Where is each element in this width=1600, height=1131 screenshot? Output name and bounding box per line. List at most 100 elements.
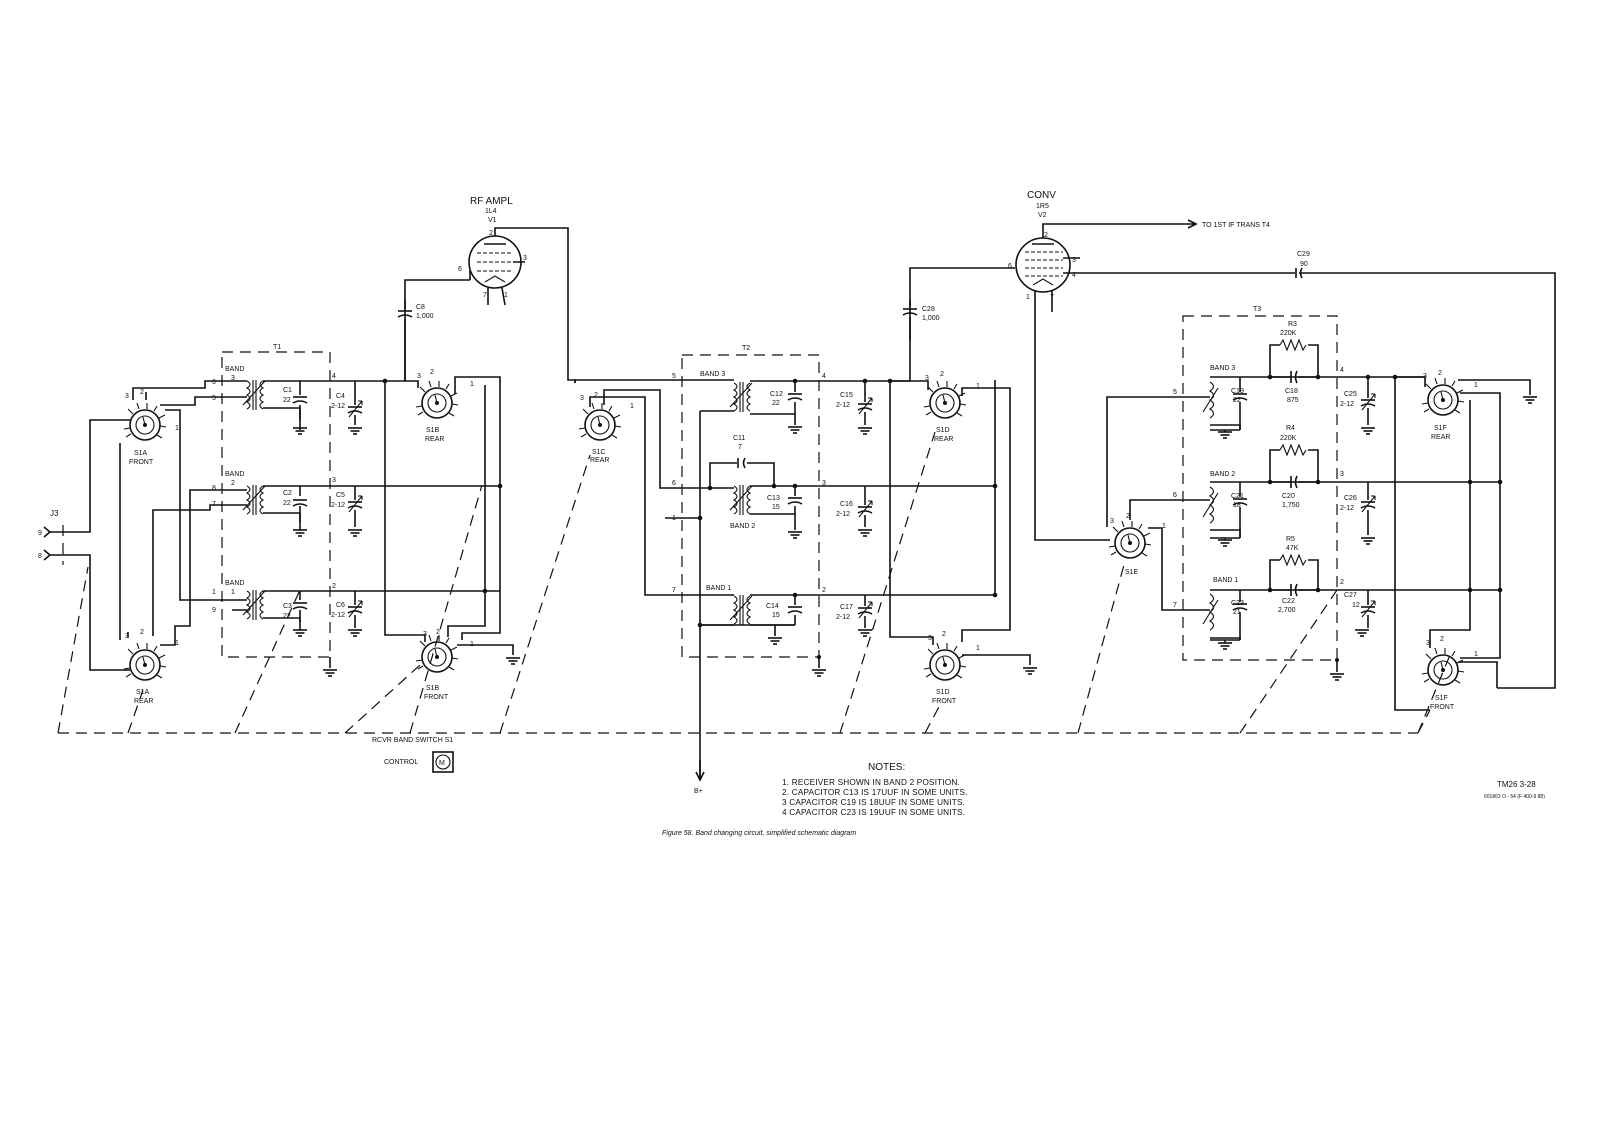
svg-text:S1F: S1F bbox=[1434, 425, 1447, 432]
svg-text:R5: R5 bbox=[1286, 536, 1295, 543]
svg-text:C23: C23 bbox=[1231, 600, 1244, 607]
figure-caption: Figure 58. Band changing circuit, simpli… bbox=[662, 830, 856, 837]
svg-text:CONTROL: CONTROL bbox=[384, 759, 418, 766]
svg-text:T1: T1 bbox=[273, 344, 281, 351]
svg-text:9: 9 bbox=[212, 607, 216, 614]
trimmers-c4-c6: C42-12 C52-12 C62-12 bbox=[330, 378, 503, 637]
svg-text:3: 3 bbox=[1340, 471, 1344, 478]
svg-text:220K: 220K bbox=[1280, 435, 1297, 442]
switch-s1e: 321 S1E bbox=[1108, 513, 1166, 576]
svg-text:7: 7 bbox=[738, 444, 742, 451]
svg-text:3: 3 bbox=[1426, 640, 1430, 647]
switch-s1a-rear: 321 S1A REAR bbox=[123, 629, 179, 705]
svg-text:C1: C1 bbox=[283, 387, 292, 394]
svg-text:C8: C8 bbox=[416, 304, 425, 311]
svg-text:3: 3 bbox=[580, 395, 584, 402]
svg-text:2: 2 bbox=[942, 631, 946, 638]
svg-text:2: 2 bbox=[1438, 370, 1442, 377]
svg-text:BAND: BAND bbox=[225, 580, 244, 587]
svg-text:C26: C26 bbox=[1344, 495, 1357, 502]
svg-text:2: 2 bbox=[1440, 636, 1444, 643]
notes-title: NOTES: bbox=[868, 762, 905, 773]
svg-text:2: 2 bbox=[430, 369, 434, 376]
svg-text:2-12: 2-12 bbox=[1340, 505, 1354, 512]
svg-text:BAND 1: BAND 1 bbox=[1213, 577, 1238, 584]
figure-id: TM26 3-28 bbox=[1497, 780, 1536, 789]
svg-text:FRONT: FRONT bbox=[1430, 704, 1455, 711]
svg-text:C28: C28 bbox=[922, 306, 935, 313]
svg-text:6: 6 bbox=[1173, 492, 1177, 499]
svg-text:S1A: S1A bbox=[136, 689, 150, 696]
svg-text:1: 1 bbox=[470, 381, 474, 388]
svg-text:15: 15 bbox=[772, 612, 780, 619]
svg-text:S1B: S1B bbox=[426, 427, 440, 434]
svg-text:REAR: REAR bbox=[1431, 434, 1450, 441]
svg-text:8: 8 bbox=[212, 485, 216, 492]
svg-text:4: 4 bbox=[332, 373, 336, 380]
svg-text:2: 2 bbox=[594, 392, 598, 399]
svg-text:C18: C18 bbox=[1285, 388, 1298, 395]
svg-text:C2: C2 bbox=[283, 490, 292, 497]
svg-text:1: 1 bbox=[976, 383, 980, 390]
control-knob: CONTROL M bbox=[384, 751, 454, 773]
svg-text:3: 3 bbox=[925, 375, 929, 382]
svg-text:3: 3 bbox=[332, 477, 336, 484]
svg-text:BAND: BAND bbox=[225, 471, 244, 478]
svg-text:REAR: REAR bbox=[590, 457, 609, 464]
svg-text:5: 5 bbox=[672, 373, 676, 380]
svg-text:6: 6 bbox=[458, 266, 462, 273]
svg-text:C20: C20 bbox=[1282, 493, 1295, 500]
svg-text:2-12: 2-12 bbox=[836, 402, 850, 409]
svg-text:REAR: REAR bbox=[934, 436, 953, 443]
svg-text:C5: C5 bbox=[336, 492, 345, 499]
svg-text:5: 5 bbox=[212, 395, 216, 402]
svg-text:2: 2 bbox=[822, 587, 826, 594]
svg-text:T2: T2 bbox=[742, 345, 750, 352]
switch-s1b-rear: 321 S1B REAR bbox=[415, 369, 474, 443]
svg-text:C27: C27 bbox=[1344, 592, 1357, 599]
svg-text:C11: C11 bbox=[733, 435, 745, 442]
svg-text:7: 7 bbox=[1173, 602, 1177, 609]
svg-text:2-12: 2-12 bbox=[331, 502, 345, 509]
switch-s1d-rear: 321 S1D REAR bbox=[923, 371, 980, 443]
svg-text:BAND 2: BAND 2 bbox=[1210, 471, 1235, 478]
svg-text:BAND 2: BAND 2 bbox=[730, 523, 755, 530]
svg-text:1L4: 1L4 bbox=[485, 208, 497, 215]
svg-text:3: 3 bbox=[125, 393, 129, 400]
svg-text:BAND: BAND bbox=[225, 366, 244, 373]
svg-text:3: 3 bbox=[523, 255, 527, 262]
svg-text:1: 1 bbox=[231, 589, 235, 596]
svg-text:C29: C29 bbox=[1297, 251, 1310, 258]
svg-text:2: 2 bbox=[1126, 513, 1130, 520]
svg-text:C13: C13 bbox=[767, 495, 780, 502]
svg-text:90: 90 bbox=[1300, 261, 1308, 268]
svg-text:C4: C4 bbox=[336, 393, 345, 400]
svg-text:V2: V2 bbox=[1038, 212, 1047, 219]
svg-text:875: 875 bbox=[1287, 397, 1299, 404]
switch-s1d-front: 321 S1D FRONT bbox=[923, 631, 980, 705]
svg-text:BAND 3: BAND 3 bbox=[1210, 365, 1235, 372]
svg-text:C16: C16 bbox=[840, 501, 853, 508]
gang-linkage bbox=[57, 431, 1453, 734]
svg-text:15: 15 bbox=[772, 504, 780, 511]
svg-text:M: M bbox=[439, 760, 445, 767]
switch-s1f-front: 321 S1F FRONT bbox=[1421, 636, 1478, 711]
svg-text:5: 5 bbox=[1173, 389, 1177, 396]
b-plus-label: B+ bbox=[694, 788, 703, 795]
svg-text:C14: C14 bbox=[766, 603, 779, 610]
svg-text:1,000: 1,000 bbox=[922, 315, 940, 322]
svg-text:22: 22 bbox=[283, 397, 291, 404]
svg-text:S1E: S1E bbox=[1125, 569, 1139, 576]
svg-text:6: 6 bbox=[1008, 263, 1012, 270]
svg-text:FRONT: FRONT bbox=[129, 459, 154, 466]
svg-text:2: 2 bbox=[940, 371, 944, 378]
svg-text:C3: C3 bbox=[283, 603, 292, 610]
svg-text:1: 1 bbox=[1474, 651, 1478, 658]
svg-text:C19: C19 bbox=[1231, 388, 1244, 395]
svg-text:2-12: 2-12 bbox=[836, 511, 850, 518]
